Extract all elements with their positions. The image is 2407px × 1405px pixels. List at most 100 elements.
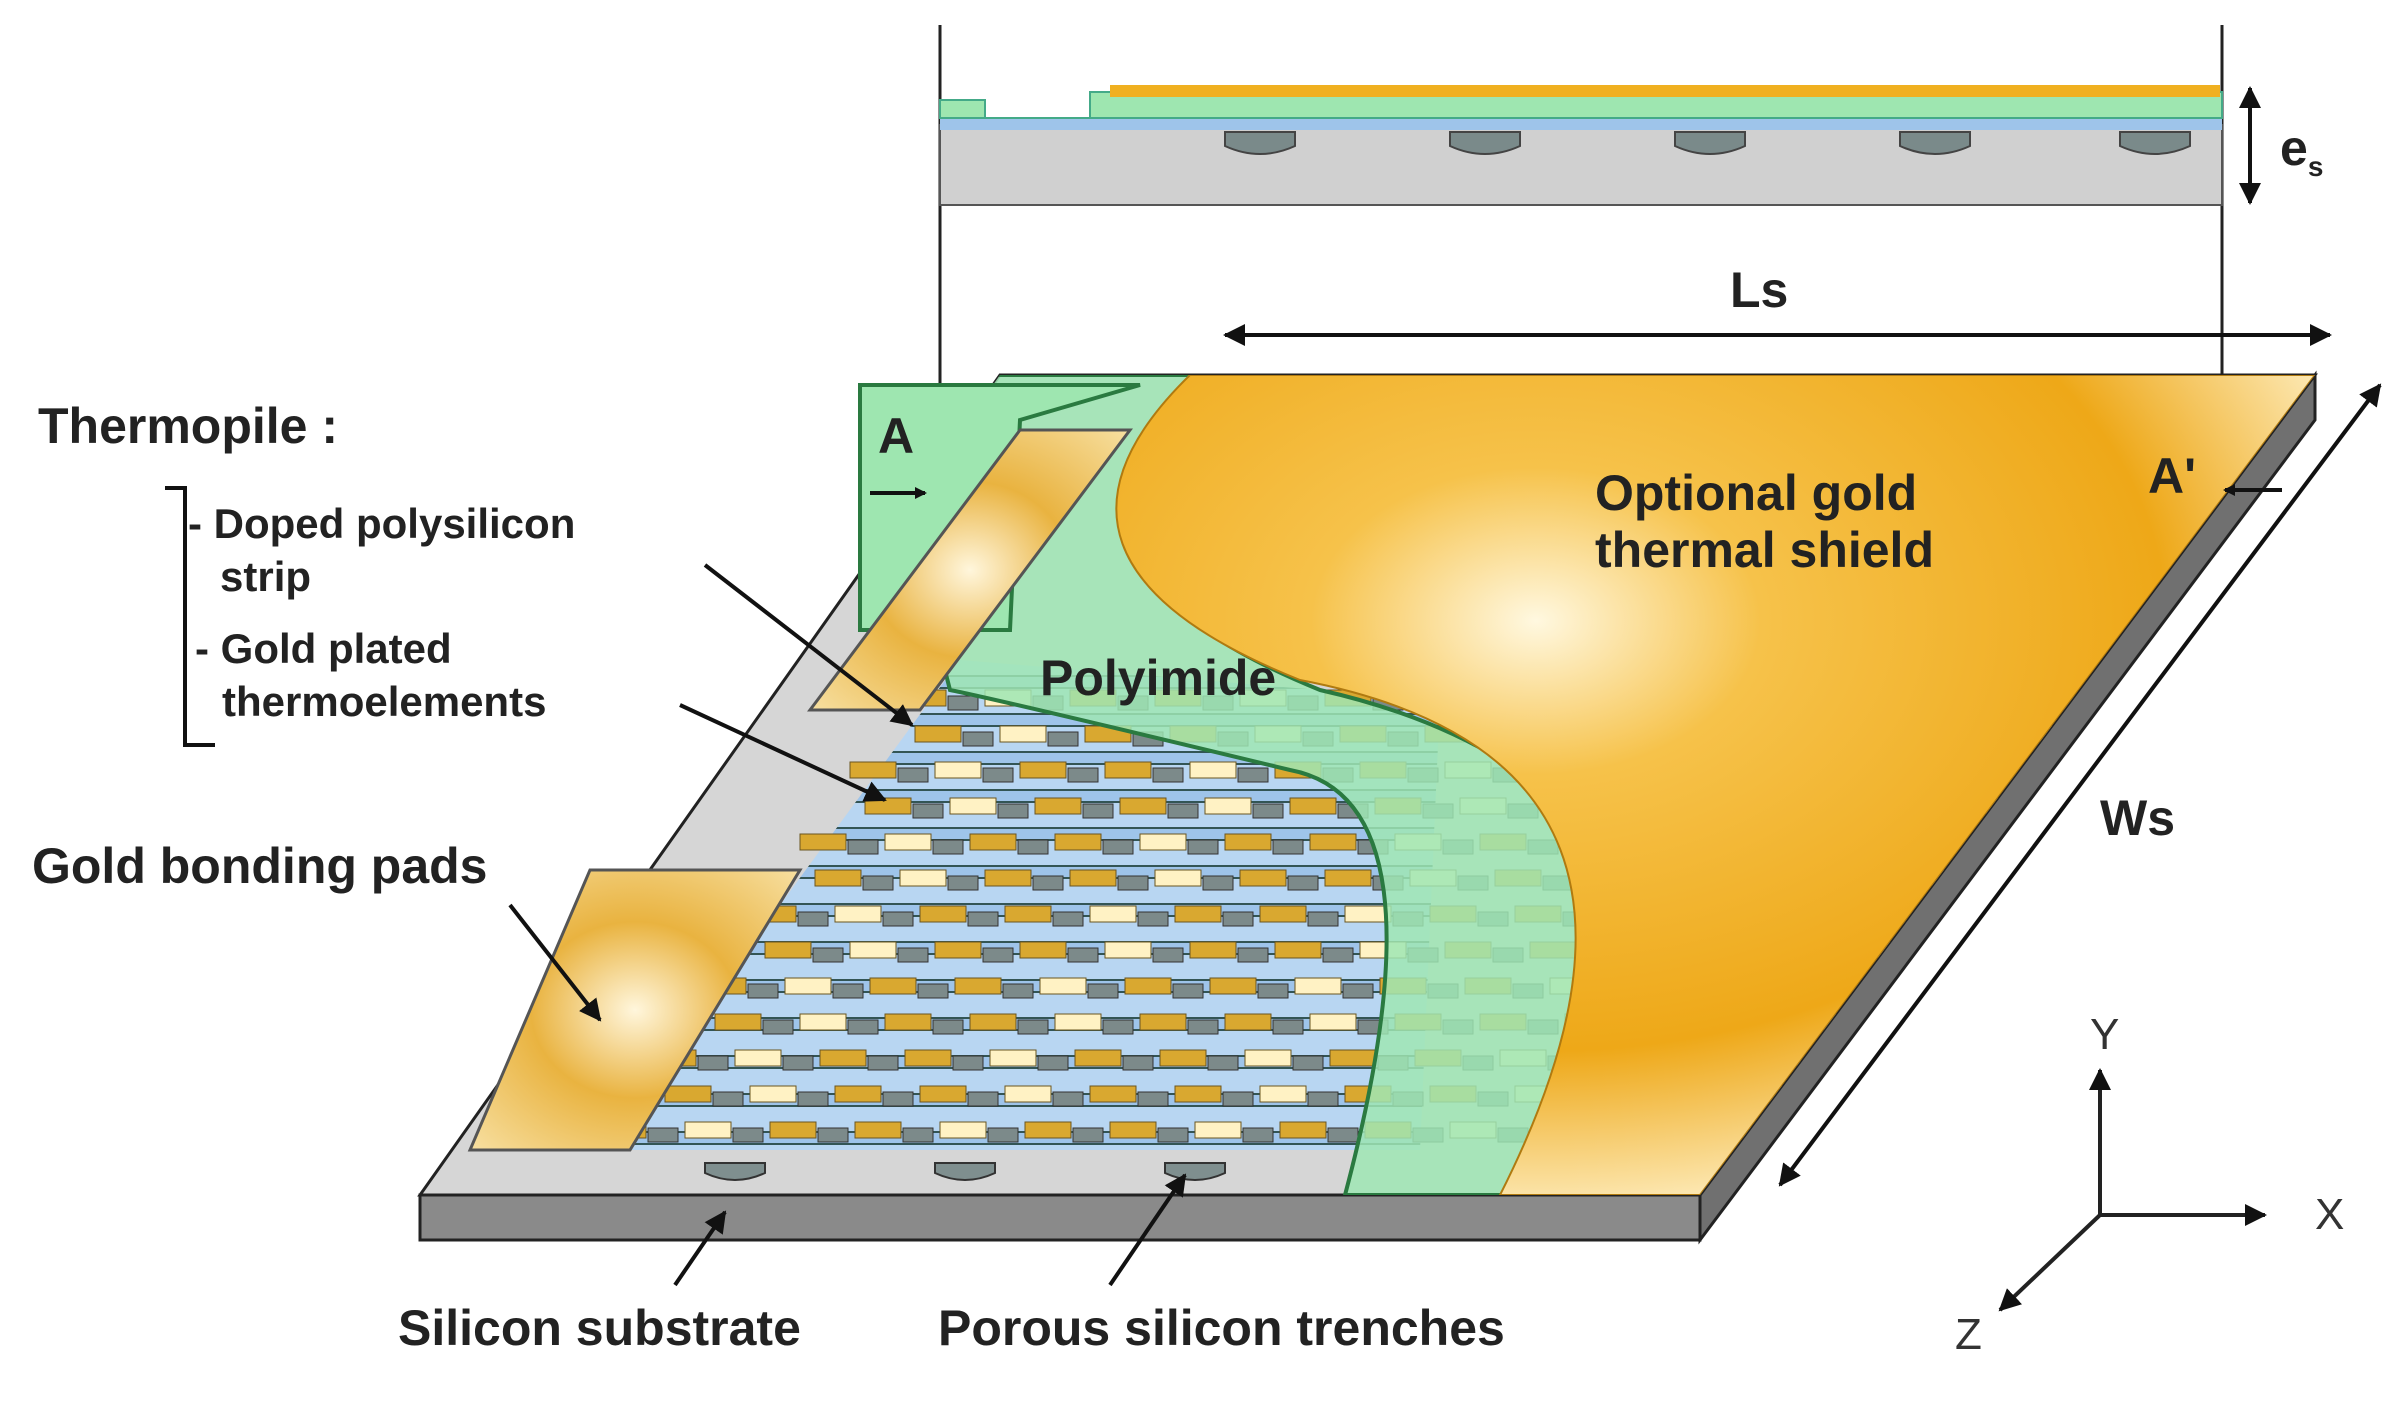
- gold-thermoelement: [1104, 941, 1152, 959]
- gold-thermoelement: [684, 1121, 732, 1139]
- gold-thermoelement: [1054, 1013, 1102, 1031]
- gold-thermoelement: [854, 1121, 902, 1139]
- polysilicon-strip: [1167, 803, 1199, 819]
- thickness-subscript: s: [2307, 151, 2324, 182]
- polysilicon-strip: [762, 1019, 794, 1035]
- polysilicon-strip: [782, 1055, 814, 1071]
- polysilicon-strip: [1307, 911, 1339, 927]
- polysilicon-strip: [1342, 983, 1374, 999]
- gold-thermoelement: [1174, 1085, 1222, 1103]
- gold-thermoelement: [819, 1049, 867, 1067]
- gold-thermoelement: [1034, 797, 1082, 815]
- gold-thermoelement: [1239, 869, 1287, 887]
- gold-thermoelement: [749, 1085, 797, 1103]
- gold-thermoelement: [1109, 1121, 1157, 1139]
- gold-thermoelement: [914, 725, 962, 743]
- polysilicon-strip: [862, 875, 894, 891]
- gold-bonding-pads-label: Gold bonding pads: [32, 838, 488, 894]
- cross-section-substrate: [939, 124, 2223, 206]
- gold-thermoelement: [869, 977, 917, 995]
- polysilicon-strip: [897, 767, 929, 783]
- polysilicon-strip: [982, 767, 1014, 783]
- polysilicon-strip: [1237, 947, 1269, 963]
- polysilicon-strip: [1067, 947, 1099, 963]
- polysilicon-strip: [947, 695, 979, 711]
- gold-thermoelement: [1019, 761, 1067, 779]
- gold-thermoelement: [784, 977, 832, 995]
- polysilicon-strip: [697, 1055, 729, 1071]
- thermopile-item-gold: - Gold plated: [195, 625, 452, 672]
- gold-thermoelement: [1089, 905, 1137, 923]
- section-label-a-prime: A': [2148, 448, 2196, 504]
- gold-bonding-pad-bottom: [467, 868, 803, 1152]
- polysilicon-strip: [1032, 875, 1064, 891]
- leader-thermoelements: [679, 703, 887, 802]
- gold-thermoelement: [1194, 1121, 1242, 1139]
- polysilicon-strip: [1067, 767, 1099, 783]
- gold-thermoelement: [1259, 905, 1307, 923]
- thermopile-item-polysilicon-cont: strip: [220, 553, 312, 600]
- length-dimension-label: Ls: [1730, 262, 1789, 318]
- polysilicon-strip: [997, 803, 1029, 819]
- porous-silicon-trenches-label: Porous silicon trenches: [938, 1300, 1505, 1356]
- cross-section-gold-shield: [1110, 85, 2220, 97]
- sensor-plate: [417, 370, 2318, 1245]
- gold-thermoelement: [1224, 833, 1272, 851]
- gold-thermoelement: [969, 1013, 1017, 1031]
- axis-triad: [1998, 1068, 2267, 1312]
- polysilicon-strip: [847, 1019, 879, 1035]
- gold-thermoelement: [1104, 761, 1152, 779]
- z-axis-label: Z: [1955, 1310, 1982, 1359]
- polysilicon-strip: [1222, 1091, 1254, 1107]
- gold-thermoelement: [884, 833, 932, 851]
- polysilicon-strip: [1122, 1055, 1154, 1071]
- gold-thermoelement: [714, 1013, 762, 1031]
- gold-thermoelement: [1119, 797, 1167, 815]
- polysilicon-strip: [1017, 839, 1049, 855]
- polysilicon-strip: [812, 947, 844, 963]
- polysilicon-strip: [747, 983, 779, 999]
- gold-thermoelement: [1294, 977, 1342, 995]
- cross-section-porous-layer: [940, 118, 2222, 130]
- width-dimension-arrow: [1778, 383, 2382, 1187]
- gold-thermoelement: [814, 869, 862, 887]
- gold-thermoelement: [799, 833, 847, 851]
- polysilicon-strip: [1047, 731, 1079, 747]
- polysilicon-strip: [967, 911, 999, 927]
- gold-thermoelement: [1054, 833, 1102, 851]
- polysilicon-strip: [897, 947, 929, 963]
- polysilicon-strip: [1222, 911, 1254, 927]
- gold-thermoelement: [664, 1085, 712, 1103]
- width-dimension-label: Ws: [2100, 790, 2175, 846]
- polysilicon-strip: [932, 1019, 964, 1035]
- gold-thermoelement: [764, 941, 812, 959]
- polysilicon-strip: [1307, 1091, 1339, 1107]
- gold-thermoelement: [949, 797, 997, 815]
- gold-thermoelement: [1019, 941, 1067, 959]
- polysilicon-strip: [797, 1091, 829, 1107]
- gold-thermoelement: [1154, 869, 1202, 887]
- gold-thermoelement: [999, 725, 1047, 743]
- gold-thermoelement: [849, 761, 897, 779]
- gold-shield-label-line2: thermal shield: [1595, 522, 1934, 578]
- polysilicon-strip: [1207, 1055, 1239, 1071]
- front-edge-trenches: [704, 1162, 1226, 1181]
- leader-trenches: [1108, 1173, 1187, 1287]
- gold-thermoelement: [1159, 1049, 1207, 1067]
- thickness-symbol: e: [2280, 120, 2308, 176]
- polysilicon-strip: [902, 1127, 934, 1143]
- polysilicon-strip: [1187, 1019, 1219, 1035]
- gold-thermoelement: [734, 1049, 782, 1067]
- polysilicon-strip: [912, 803, 944, 819]
- polysilicon-strip: [962, 731, 994, 747]
- gold-thermoelement: [1139, 1013, 1187, 1031]
- polysilicon-strip: [1257, 983, 1289, 999]
- gold-thermoelement: [849, 941, 897, 959]
- polysilicon-strip: [1002, 983, 1034, 999]
- polysilicon-strip: [1272, 839, 1304, 855]
- gold-thermoelement: [1039, 977, 1087, 995]
- polysilicon-strip: [1052, 911, 1084, 927]
- polysilicon-strip: [1152, 767, 1184, 783]
- leader-substrate: [673, 1210, 727, 1287]
